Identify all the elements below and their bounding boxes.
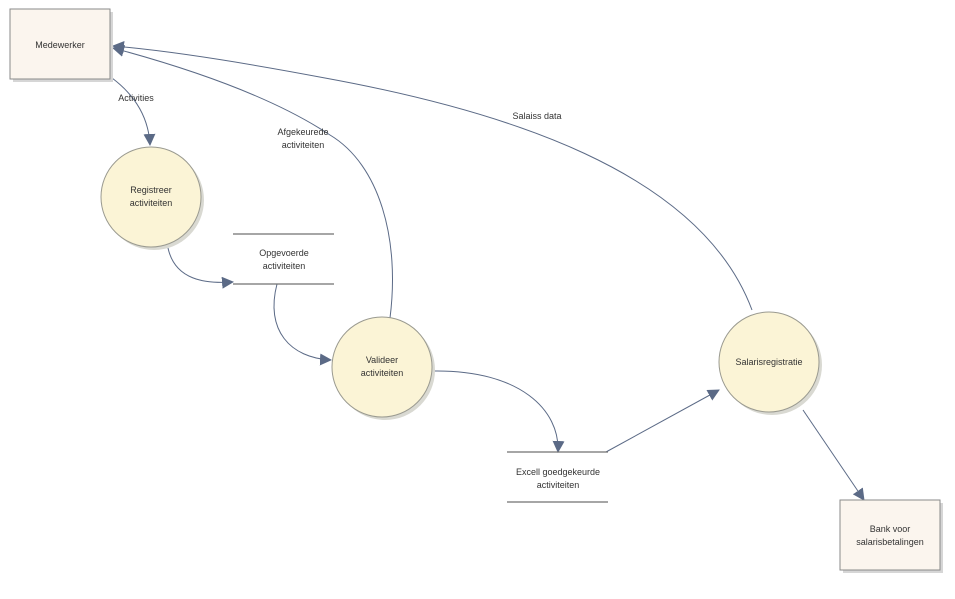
process-circle bbox=[100, 146, 202, 248]
process-registreer-activiteiten[interactable]: Registreer activiteiten bbox=[100, 146, 204, 250]
entity-bank[interactable]: Bank voor salarisbetalingen bbox=[839, 499, 943, 573]
process-valideer-activiteiten[interactable]: Valideer activiteiten bbox=[331, 316, 435, 420]
datastore-opgevoerde-activiteiten[interactable]: Opgevoerde activiteiten bbox=[233, 233, 334, 285]
flow-label-line: activiteiten bbox=[282, 140, 325, 150]
flow-label-line: Salaiss data bbox=[512, 111, 561, 121]
datastore-label-line: activiteiten bbox=[263, 261, 306, 271]
process-label-line: Registreer bbox=[130, 185, 172, 195]
entity-box bbox=[9, 8, 111, 80]
flow-registreer-to-opgevoerde[interactable] bbox=[167, 247, 234, 289]
process-label-line: activiteiten bbox=[361, 368, 404, 378]
flow-valideer-to-goedgekeurde[interactable] bbox=[433, 370, 565, 453]
flow-goedgekeurde-to-salaris[interactable] bbox=[605, 389, 720, 453]
flow-label-line: Afgekeurede bbox=[277, 127, 328, 137]
process-label-line: Valideer bbox=[366, 355, 398, 365]
process-salarisregistratie[interactable]: Salarisregistratie bbox=[718, 311, 822, 415]
datastore-label-line: Excell goedgekeurde bbox=[516, 467, 600, 477]
flow-label-line: Activities bbox=[118, 93, 154, 103]
process-circle bbox=[331, 316, 433, 418]
entity-label: Medewerker bbox=[35, 40, 85, 50]
flow-opgevoerde-to-valideer[interactable] bbox=[273, 283, 332, 366]
entity-box bbox=[839, 499, 941, 571]
datastore-label-line: activiteiten bbox=[537, 480, 580, 490]
process-label-line: activiteiten bbox=[130, 198, 173, 208]
entity-medewerker[interactable]: Medewerker bbox=[9, 8, 113, 82]
flow-label-afgekeurde: Afgekeurede activiteiten bbox=[277, 127, 328, 150]
flow-afgekeurde[interactable] bbox=[112, 45, 393, 319]
flow-label-salaris-data: Salaiss data bbox=[512, 111, 561, 121]
flow-label-activities: Activities bbox=[118, 93, 154, 103]
flow-salaris-to-bank[interactable] bbox=[802, 409, 865, 501]
process-circle bbox=[718, 311, 820, 413]
flow-salaris-data[interactable] bbox=[112, 40, 753, 311]
datastore-label-line: Opgevoerde bbox=[259, 248, 309, 258]
flow-activities[interactable] bbox=[111, 77, 156, 146]
process-label: Salarisregistratie bbox=[735, 357, 802, 367]
datastore-excell-goedgekeurde-activiteiten[interactable]: Excell goedgekeurde activiteiten bbox=[507, 451, 608, 503]
entity-label-line: Bank voor bbox=[870, 524, 911, 534]
entity-label-line: salarisbetalingen bbox=[856, 537, 924, 547]
